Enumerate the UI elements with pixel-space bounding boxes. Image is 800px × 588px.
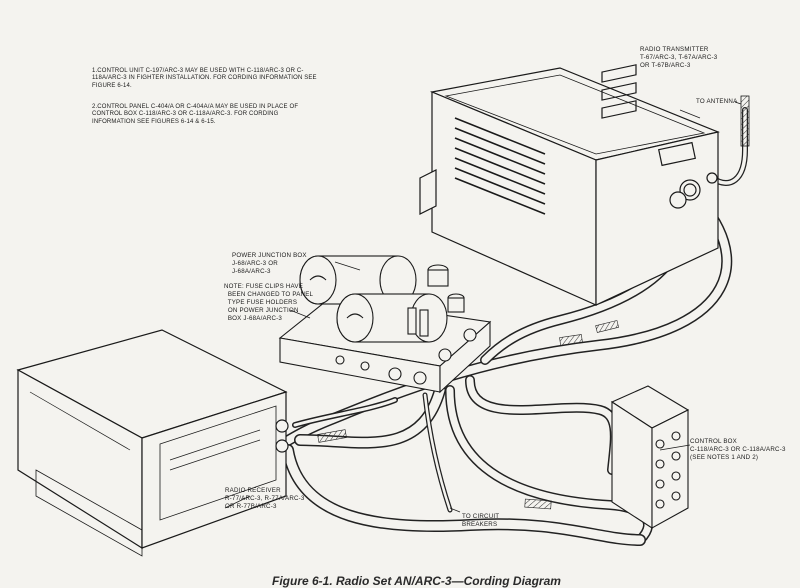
receiver-label: RADIO RECEIVER R-77/ARC-3, R-77A/ARC-3 O… xyxy=(225,487,305,510)
cable-sleeves xyxy=(317,320,620,510)
radio-transmitter xyxy=(419,64,720,306)
note-1: 1.CONTROL UNIT C-197/ARC-3 MAY BE USED W… xyxy=(92,68,317,89)
junction-box-label: POWER JUNCTION BOX J-68/ARC-3 OR J-68A/A… xyxy=(232,252,307,275)
antenna-label: TO ANTENNA xyxy=(696,98,738,105)
antenna-lead xyxy=(740,95,750,147)
transmitter-label: RADIO TRANSMITTER T-67/ARC-3, T-67A/ARC-… xyxy=(640,46,718,69)
breakers-label: TO CIRCUIT BREAKERS xyxy=(462,513,500,528)
control-box xyxy=(610,385,690,530)
figure-caption: Figure 6-1. Radio Set AN/ARC-3—Cording D… xyxy=(272,574,561,588)
control-box-label: CONTROL BOX C-118/ARC-3 OR C-118A/ARC-3 … xyxy=(690,438,786,461)
fuse-note-label: NOTE: FUSE CLIPS HAVE BEEN CHANGED TO PA… xyxy=(224,283,314,322)
leader-lines xyxy=(224,101,742,513)
power-junction-box xyxy=(278,255,492,394)
radio-receiver xyxy=(16,329,289,557)
note-2: 2.CONTROL PANEL C-404/A OR C-404A/A MAY … xyxy=(92,104,299,125)
